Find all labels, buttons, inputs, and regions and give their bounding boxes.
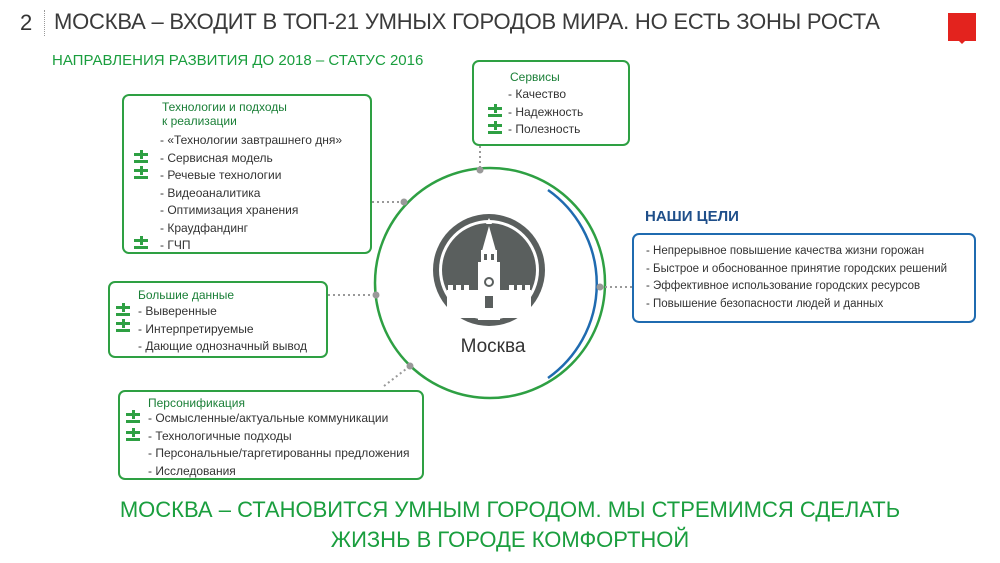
plus-minus-icon xyxy=(134,150,148,164)
tech-title-line2: к реализации xyxy=(162,114,237,128)
tech-item: - Оптимизация хранения xyxy=(160,203,299,217)
plus-minus-icon xyxy=(116,319,130,333)
services-item: - Полезность xyxy=(508,122,581,136)
brand-logo xyxy=(948,13,976,44)
tech-item: - «Технологии завтрашнего дня» xyxy=(160,133,343,147)
connectors xyxy=(328,146,632,387)
plus-minus-icon xyxy=(126,410,140,424)
plus-minus-icon xyxy=(134,236,148,250)
services-item: - Надежность xyxy=(508,104,584,119)
personal-item: - Персональные/таргетированны предложени… xyxy=(148,446,410,460)
goals-item: - Повышение безопасности людей и данных xyxy=(646,297,884,310)
services-box: Сервисы - Качество - Надежность - Полезн… xyxy=(472,60,630,146)
closing-statement: МОСКВА – СТАНОВИТСЯ УМНЫМ ГОРОДОМ. МЫ СТ… xyxy=(80,495,940,555)
tech-item: - Речевые технологии xyxy=(160,168,282,182)
goals-title: НАШИ ЦЕЛИ xyxy=(645,208,739,225)
plus-minus-icon xyxy=(488,121,502,135)
personal-item: - Исследования xyxy=(148,463,236,478)
closing-line2: ЖИЗНЬ В ГОРОДЕ КОМФОРТНОЙ xyxy=(330,527,690,552)
bigdata-item: - Дающие однозначный вывод xyxy=(138,339,308,353)
tech-item: - ГЧП xyxy=(160,238,191,252)
plus-minus-icon xyxy=(116,303,130,317)
personal-item: - Технологичные подходы xyxy=(148,428,292,443)
tech-item: - Видеоаналитика xyxy=(160,185,261,200)
section-subtitle: НАПРАВЛЕНИЯ РАЗВИТИЯ ДО 2018 – СТАТУС 20… xyxy=(52,52,424,69)
title-separator xyxy=(44,10,45,36)
kremlin-emblem xyxy=(433,214,545,326)
goals-item: - Непрерывное повышение качества жизни г… xyxy=(646,245,925,257)
tech-box: Технологии и подходы к реализации - «Тех… xyxy=(122,94,372,254)
plus-minus-icon xyxy=(134,166,148,180)
hub-circle xyxy=(373,166,607,400)
services-item: - Качество xyxy=(508,87,567,101)
plus-minus-icon xyxy=(126,428,140,442)
slide-title: МОСКВА – ВХОДИТ В ТОП-21 УМНЫХ ГОРОДОВ М… xyxy=(54,9,880,34)
tech-title-line1: Технологии и подходы xyxy=(162,100,287,114)
tech-item: - Краудфандинг xyxy=(160,220,249,235)
bigdata-box: Большие данные - Выверенные - Интерпрети… xyxy=(108,281,328,358)
bigdata-title: Большие данные xyxy=(138,288,235,302)
city-label: Москва xyxy=(460,336,526,357)
bigdata-item: - Интерпретируемые xyxy=(138,321,254,336)
personal-item: - Осмысленные/актуальные коммуникации xyxy=(148,411,389,425)
goals-item: - Эффективное использование городских ре… xyxy=(646,280,921,292)
goals-box: - Непрерывное повышение качества жизни г… xyxy=(632,233,976,323)
connector-personal xyxy=(383,365,411,387)
bigdata-item: - Выверенные xyxy=(138,304,217,318)
connector-dots xyxy=(372,166,604,370)
slide-number: 2 xyxy=(20,10,33,35)
personal-box: Персонификация - Осмысленные/актуальные … xyxy=(118,390,424,480)
services-title: Сервисы xyxy=(510,70,560,84)
goals-item: - Быстрое и обоснованное принятие городс… xyxy=(646,262,948,275)
personal-title: Персонификация xyxy=(148,396,245,410)
plus-minus-icon xyxy=(488,104,502,118)
closing-line1: МОСКВА – СТАНОВИТСЯ УМНЫМ ГОРОДОМ. МЫ СТ… xyxy=(119,497,901,522)
tech-item: - Сервисная модель xyxy=(160,150,273,165)
goals-arc xyxy=(547,188,598,380)
